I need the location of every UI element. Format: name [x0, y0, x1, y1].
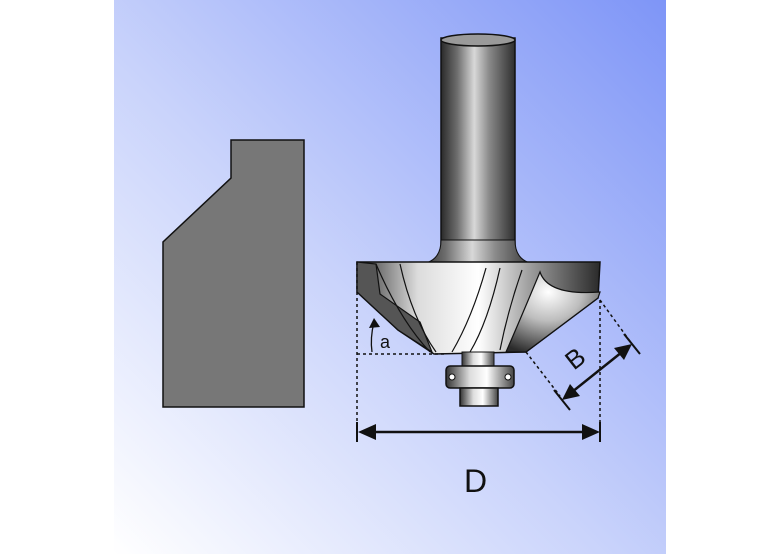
diameter-label: D: [464, 463, 487, 499]
bearing: [445, 351, 515, 407]
angle-label: a: [380, 332, 391, 352]
angle-arc-arrowhead: [369, 318, 380, 328]
diameter-dimension-arrow: [356, 422, 601, 442]
cut-profile-shape: [162, 139, 305, 408]
shank: [419, 33, 537, 265]
chamfer-width-dimension-arrow: [553, 333, 641, 411]
